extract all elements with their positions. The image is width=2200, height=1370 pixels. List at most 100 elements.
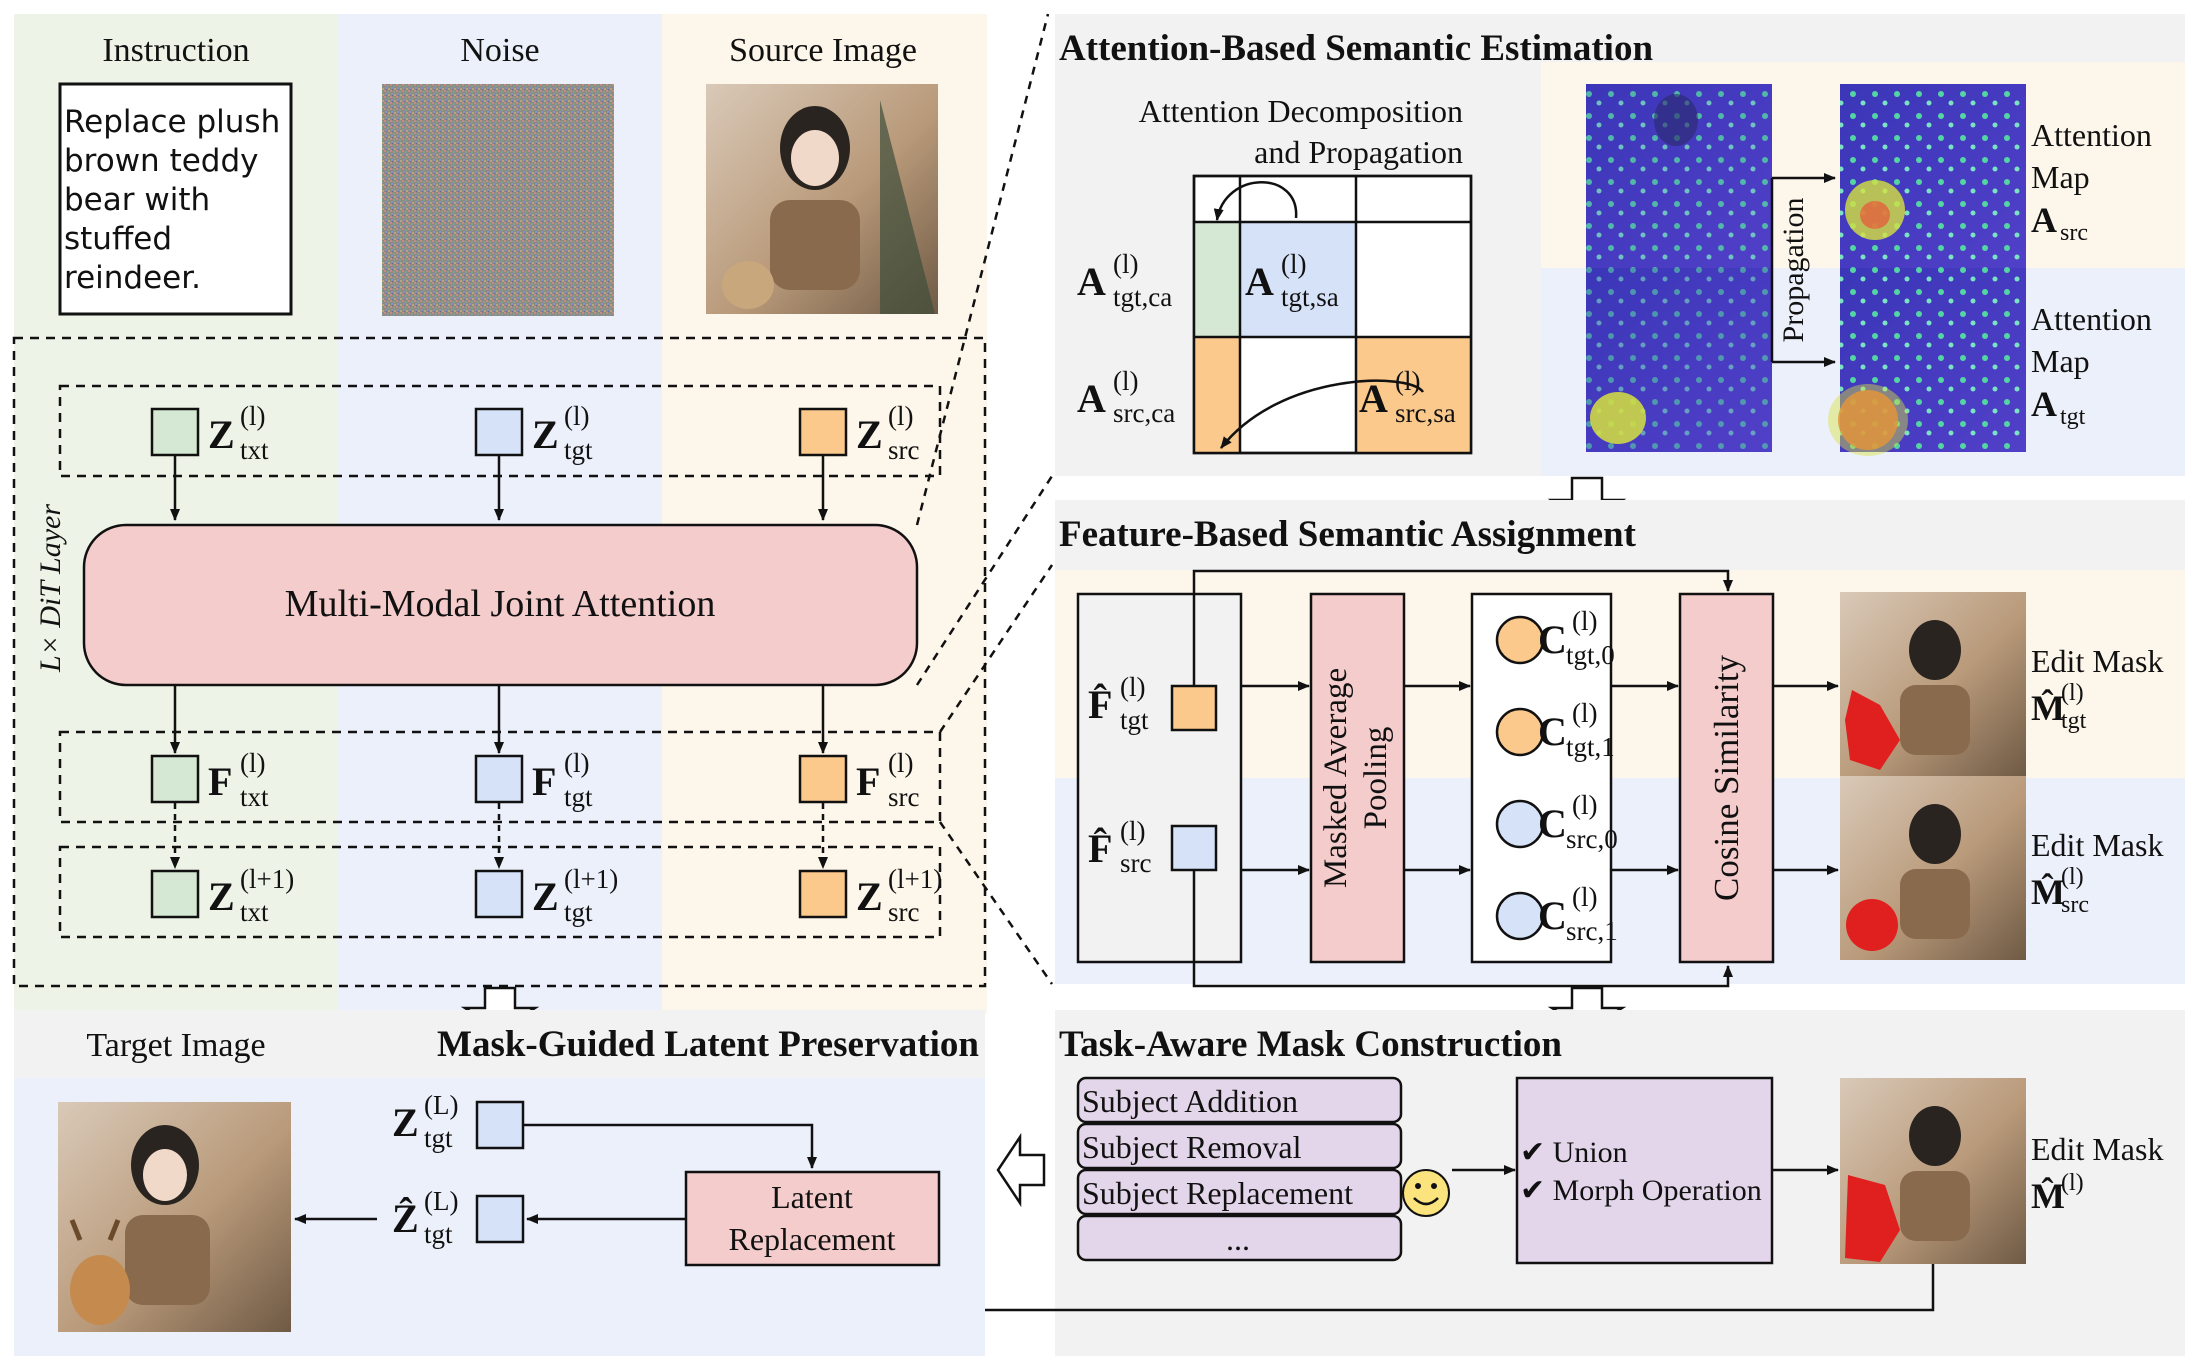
- instruction-label: Instruction: [102, 32, 249, 69]
- svg-text:(l): (l): [1120, 672, 1145, 702]
- svg-text:F: F: [856, 759, 880, 804]
- svg-text:C: C: [1538, 617, 1567, 662]
- svg-text:(l): (l): [1572, 698, 1597, 728]
- svg-text:txt: txt: [240, 897, 269, 927]
- f-txt-token: F (l) txt: [150, 748, 269, 812]
- svg-text:M̂: M̂: [2031, 688, 2065, 728]
- feature-f-src: F̂ (l) src: [1088, 816, 1218, 878]
- latent-z-tgt: Z (L) tgt: [392, 1090, 525, 1153]
- svg-text:M̂: M̂: [2031, 1176, 2065, 1216]
- svg-text:A: A: [1359, 376, 1388, 421]
- source-image-label: Source Image: [729, 32, 917, 69]
- mask-ops-box: [1515, 1076, 1774, 1265]
- label-a-src-ca: A (l) src,ca: [1077, 366, 1175, 428]
- task-section-title: Task-Aware Mask Construction: [1059, 1024, 1562, 1065]
- svg-text:(l): (l): [1120, 816, 1145, 846]
- z-tgt-token: Z (l) tgt: [474, 401, 593, 465]
- svg-text:src: src: [888, 435, 919, 465]
- svg-text:A: A: [2031, 200, 2057, 240]
- svg-text:Z: Z: [208, 412, 235, 457]
- svg-text:(l+1): (l+1): [240, 864, 294, 894]
- label-a-src-sa: A (l) src,sa: [1359, 366, 1456, 428]
- svg-text:tgt: tgt: [2061, 708, 2087, 734]
- svg-text:(l): (l): [1395, 366, 1420, 396]
- dit-layer-frame: [12, 336, 987, 988]
- svg-text:src: src: [888, 897, 919, 927]
- cluster-centers-box: [1470, 592, 1613, 964]
- svg-text:Z: Z: [856, 412, 883, 457]
- bypass-line-src: [1192, 870, 1733, 988]
- svg-text:(L): (L): [424, 1090, 458, 1120]
- svg-text:F: F: [208, 759, 232, 804]
- target-image: [58, 1102, 291, 1332]
- svg-text:src,sa: src,sa: [1395, 398, 1456, 428]
- svg-text:(l): (l): [240, 748, 265, 778]
- svg-text:brown teddy: brown teddy: [64, 143, 259, 179]
- svg-text:(l): (l): [2061, 1170, 2084, 1196]
- center-src-0: C (l) src,0: [1495, 790, 1618, 854]
- svg-text:tgt: tgt: [564, 782, 593, 812]
- zoom-line-1: [915, 13, 1050, 526]
- svg-text:reindeer.: reindeer.: [64, 260, 201, 296]
- svg-text:A: A: [1077, 259, 1106, 304]
- f-src-token: F (l) src: [798, 748, 919, 812]
- svg-text:(l): (l): [564, 401, 589, 431]
- decomp-title-1: Attention Decomposition: [1139, 93, 1463, 129]
- svg-text:(l+1): (l+1): [564, 864, 618, 894]
- instruction-text: Replace plush brown teddy bear with stuf…: [64, 104, 280, 296]
- svg-text:...: ...: [1226, 1221, 1250, 1257]
- svg-text:src,0: src,0: [1566, 824, 1618, 854]
- svg-text:src: src: [1120, 848, 1151, 878]
- svg-text:Z: Z: [392, 1100, 419, 1145]
- svg-text:(l): (l): [1572, 606, 1597, 636]
- svg-text:Attention: Attention: [2031, 301, 2152, 337]
- attention-heatmap-tgt-before: [1586, 268, 1772, 452]
- arrow-z-to-replacement: [523, 1123, 817, 1169]
- svg-text:tgt: tgt: [424, 1123, 453, 1153]
- target-image-label: Target Image: [86, 1027, 265, 1064]
- f-tgt-token: F (l) tgt: [474, 748, 593, 812]
- zoom-line-2: [915, 475, 1054, 686]
- svg-text:src: src: [2061, 892, 2089, 918]
- feature-section-title: Feature-Based Semantic Assignment: [1059, 514, 1637, 555]
- center-src-1: C (l) src,1: [1495, 882, 1618, 946]
- svg-text:(l+1): (l+1): [888, 864, 942, 894]
- svg-text:Map: Map: [2031, 343, 2090, 379]
- latent-section-title: Mask-Guided Latent Preservation: [437, 1024, 979, 1065]
- z-txt-token: Z (l) txt: [150, 401, 269, 465]
- center-tgt-1: C (l) tgt,1: [1495, 698, 1615, 762]
- svg-text:(l): (l): [1281, 249, 1306, 279]
- svg-text:Edit Mask: Edit Mask: [2031, 827, 2163, 863]
- edit-mask-tgt-label: Edit Mask M̂ (l) tgt: [2031, 643, 2163, 734]
- svg-text:(l): (l): [888, 401, 913, 431]
- svg-text:tgt: tgt: [564, 897, 593, 927]
- svg-text:(L): (L): [424, 1186, 458, 1216]
- attention-section-title: Attention-Based Semantic Estimation: [1059, 28, 1653, 69]
- svg-text:Subject Replacement: Subject Replacement: [1082, 1175, 1353, 1211]
- attention-map-src-label: Attention Map A src: [2031, 117, 2152, 246]
- svg-text:Edit Mask: Edit Mask: [2031, 1131, 2163, 1167]
- svg-text:src,1: src,1: [1566, 916, 1618, 946]
- joint-attention-block: [82, 523, 919, 687]
- joint-attention-label: Multi-Modal Joint Attention: [285, 583, 716, 625]
- feature-input-box: [1076, 592, 1243, 964]
- svg-text:txt: txt: [240, 782, 269, 812]
- z-next-src-token: Z (l+1) src: [798, 864, 942, 927]
- zoom-line-3: [938, 564, 1054, 733]
- svg-text:(l): (l): [564, 748, 589, 778]
- svg-text:src,ca: src,ca: [1113, 398, 1175, 428]
- op-morph: ✔ Morph Operation: [1520, 1174, 1762, 1207]
- svg-text:(l): (l): [1113, 249, 1138, 279]
- svg-text:src: src: [2060, 220, 2088, 246]
- zoom-line-4: [938, 821, 1054, 985]
- svg-text:tgt: tgt: [1120, 705, 1149, 735]
- svg-text:Z: Z: [856, 874, 883, 919]
- svg-text:tgt,0: tgt,0: [1566, 640, 1615, 670]
- attention-grid: [1192, 174, 1473, 455]
- svg-text:stuffed: stuffed: [64, 221, 172, 257]
- svg-text:A: A: [1245, 259, 1274, 304]
- latent-replacement-label-1: Latent: [771, 1179, 853, 1215]
- masked-average-pooling: [1309, 592, 1406, 964]
- z-next-txt-token: Z (l+1) txt: [150, 864, 294, 927]
